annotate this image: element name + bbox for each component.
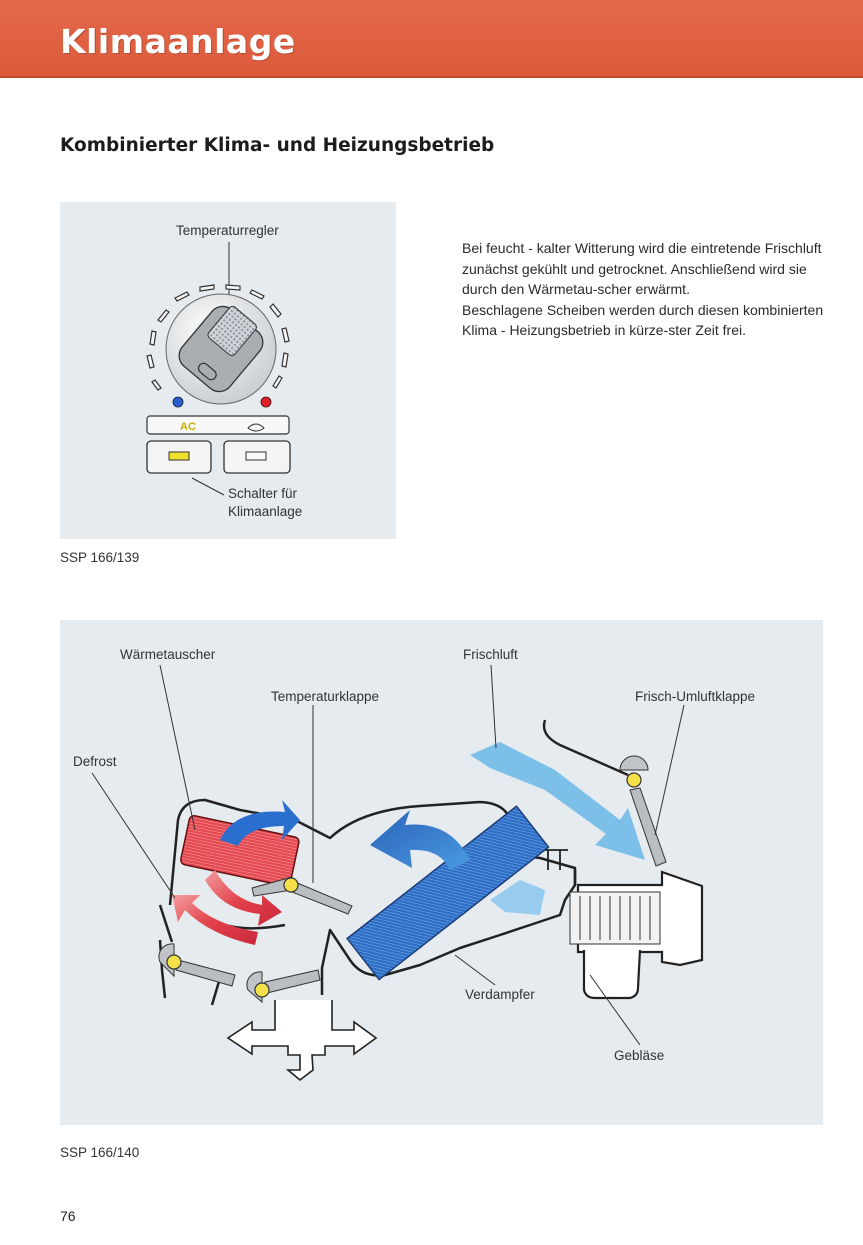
label-fresh-air: Frischluft [463,647,518,662]
label-defrost: Defrost [73,754,117,769]
label-temperature-control: Temperaturregler [176,223,279,238]
figure-caption: SSP 166/140 [60,1145,140,1160]
defrost-air-arrow [172,895,258,945]
section-title: Kombinierter Klima- und Heizungsbetrieb [60,135,495,156]
body-paragraph: Beschlagene Scheiben werden durch diesen… [462,301,824,339]
body-paragraph: Bei feucht - kalter Witterung wird die e… [462,240,822,297]
label-temperature-flap: Temperaturklappe [271,689,379,704]
temperature-flap [251,876,353,915]
page-header: Klimaanlage [0,0,863,78]
body-text: Bei feucht - kalter Witterung wird die e… [462,238,842,341]
page-title: Klimaanlage [60,22,296,61]
label-evaporator: Verdampfer [465,987,535,1002]
label-blower: Gebläse [614,1048,664,1063]
defrost-flap [158,943,236,987]
cold-air-arrow [370,810,470,870]
recirculation-icon [247,423,265,432]
evaporator [346,805,550,981]
fresh-recirculation-flap [542,719,667,867]
label-ac-switch-line2: Klimaanlage [228,504,302,519]
label-ac-switch-line1: Schalter für [228,486,298,501]
figure-caption: SSP 166/139 [60,550,140,565]
outlet-arrows [226,1000,378,1082]
warm-air-arrow [205,870,282,926]
footwell-flap [246,969,321,1004]
ac-badge: AC [180,421,196,433]
fresh-air-arrow [470,742,645,860]
label-heat-exchanger: Wärmetauscher [120,647,216,662]
blower-fan [569,891,661,945]
recirculation-indicator-icon [245,451,267,461]
ac-indicator-icon [168,451,190,461]
page-number: 76 [60,1208,76,1224]
label-fresh-recirculation-flap: Frisch-Umluftklappe [635,689,755,704]
